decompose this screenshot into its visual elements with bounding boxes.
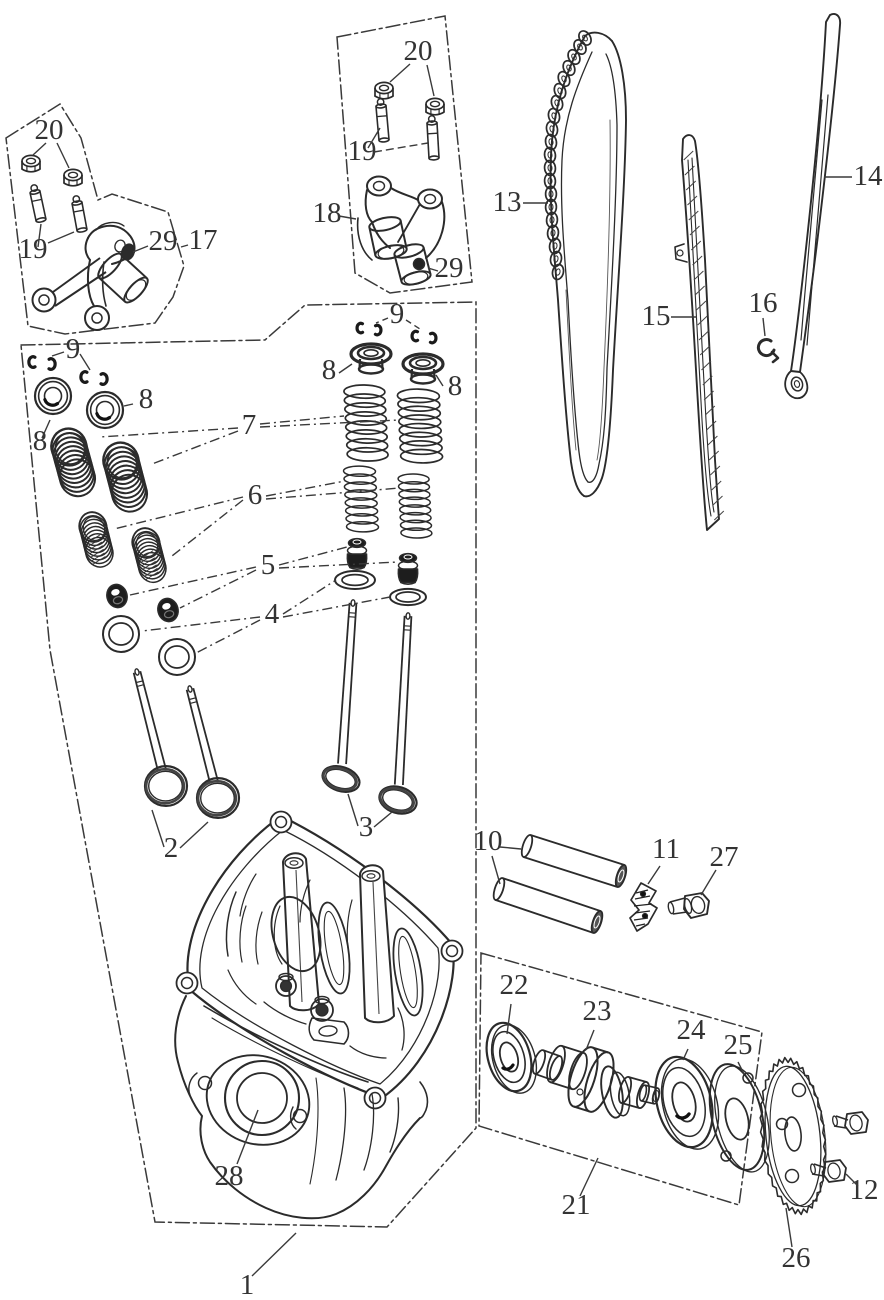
svg-text:8: 8: [448, 370, 463, 402]
svg-text:6: 6: [248, 479, 263, 511]
svg-text:9: 9: [66, 333, 81, 365]
svg-text:23: 23: [583, 995, 612, 1027]
svg-text:18: 18: [313, 197, 342, 229]
svg-text:24: 24: [677, 1014, 707, 1046]
svg-text:15: 15: [642, 300, 671, 332]
svg-text:13: 13: [493, 186, 522, 218]
svg-text:17: 17: [189, 224, 218, 256]
svg-text:28: 28: [215, 1160, 244, 1192]
svg-text:20: 20: [35, 114, 64, 146]
svg-text:5: 5: [261, 549, 276, 581]
svg-text:4: 4: [265, 598, 280, 630]
svg-text:2: 2: [164, 832, 179, 864]
svg-text:19: 19: [348, 135, 377, 167]
svg-text:26: 26: [782, 1242, 811, 1274]
svg-text:8: 8: [322, 354, 337, 386]
svg-text:20: 20: [404, 35, 433, 67]
svg-text:14: 14: [854, 160, 884, 192]
svg-text:9: 9: [390, 298, 405, 330]
svg-text:27: 27: [710, 841, 739, 873]
svg-text:29: 29: [435, 252, 464, 284]
svg-text:16: 16: [749, 287, 778, 319]
svg-text:21: 21: [562, 1189, 591, 1221]
svg-text:29: 29: [149, 225, 178, 257]
svg-text:22: 22: [500, 969, 529, 1001]
svg-text:3: 3: [359, 811, 374, 843]
svg-text:10: 10: [474, 825, 503, 857]
svg-text:25: 25: [724, 1029, 753, 1061]
svg-text:19: 19: [19, 233, 48, 265]
svg-text:1: 1: [240, 1269, 255, 1300]
svg-text:11: 11: [652, 833, 680, 865]
svg-text:12: 12: [850, 1174, 879, 1206]
svg-text:8: 8: [139, 383, 154, 415]
svg-text:7: 7: [242, 409, 257, 441]
